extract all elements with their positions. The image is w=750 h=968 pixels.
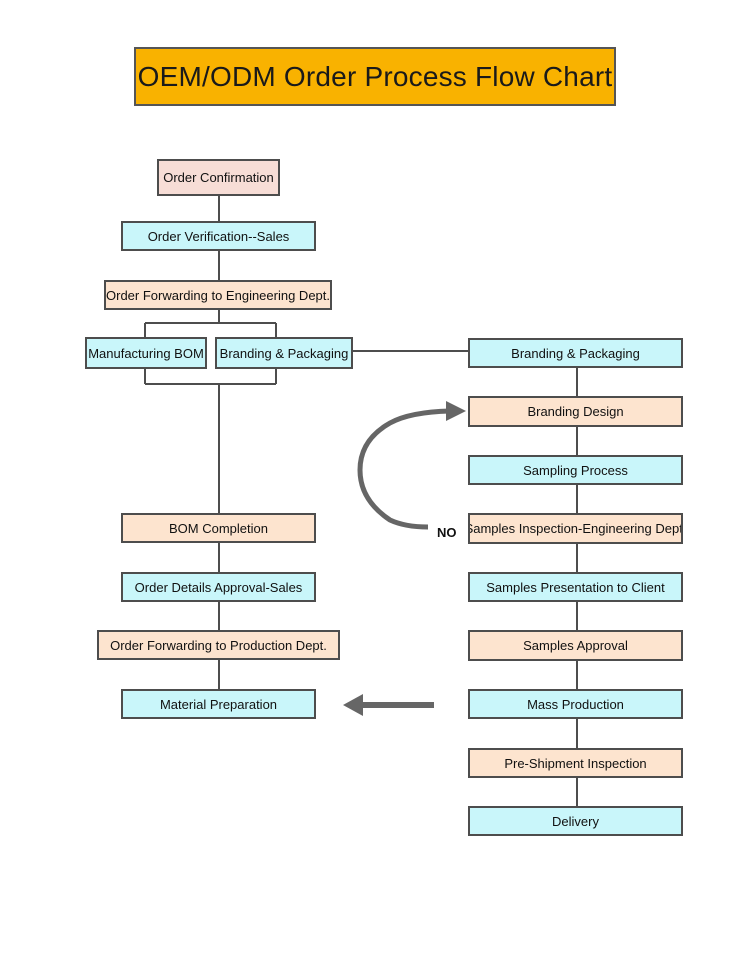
order-forwarding-production-box: Order Forwarding to Production Dept. — [97, 630, 340, 660]
order-details-approval-box: Order Details Approval-Sales — [121, 572, 316, 602]
sampling-process-box: Sampling Process — [468, 455, 683, 485]
order-confirmation-box: Order Confirmation — [157, 159, 280, 196]
pre-shipment-inspection-box: Pre-Shipment Inspection — [468, 748, 683, 778]
order-verification-box: Order Verification--Sales — [121, 221, 316, 251]
branding-packaging-left-box: Branding & Packaging — [215, 337, 353, 369]
branding-design-box: Branding Design — [468, 396, 683, 427]
bom-completion-box: BOM Completion — [121, 513, 316, 543]
loop-arrow — [357, 401, 466, 530]
samples-approval-box: Samples Approval — [468, 630, 683, 661]
loop-no-label: NO — [437, 525, 457, 540]
delivery-box: Delivery — [468, 806, 683, 836]
manufacturing-bom-box: Manufacturing BOM — [85, 337, 207, 369]
samples-presentation-box: Samples Presentation to Client — [468, 572, 683, 602]
chart-title: OEM/ODM Order Process Flow Chart — [134, 47, 616, 106]
branding-packaging-right-box: Branding & Packaging — [468, 338, 683, 368]
samples-inspection-box: Samples Inspection-Engineering Dept. — [468, 513, 683, 544]
material-preparation-box: Material Preparation — [121, 689, 316, 719]
mass-production-box: Mass Production — [468, 689, 683, 719]
order-forwarding-engineering-box: Order Forwarding to Engineering Dept. — [104, 280, 332, 310]
handoff-arrow — [343, 694, 434, 716]
